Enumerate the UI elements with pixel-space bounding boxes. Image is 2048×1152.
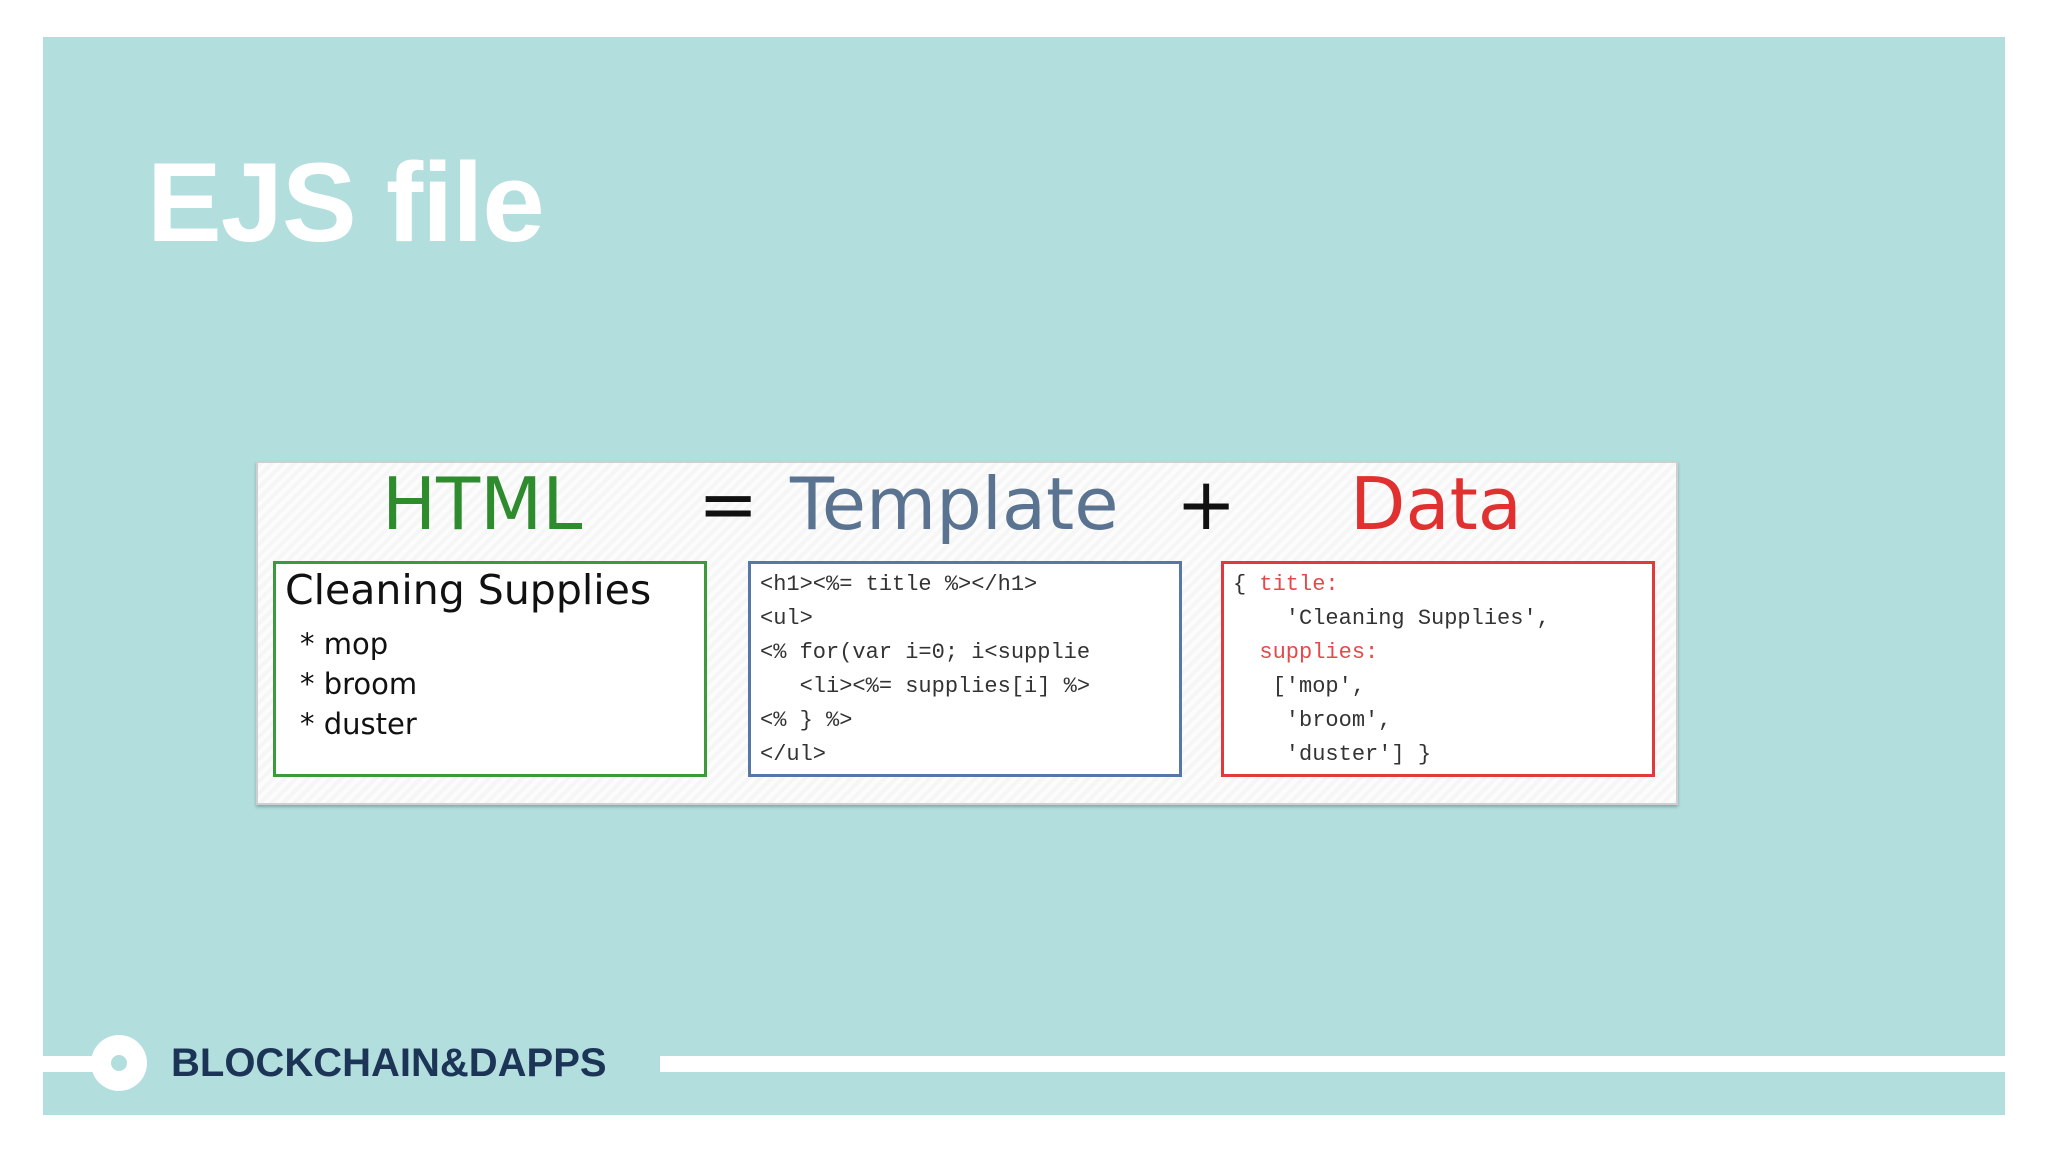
code-line: <% for(var i=0; i<supplie [760,640,1091,665]
slide-title: EJS file [147,140,545,265]
data-value-item: ['mop', [1233,674,1366,699]
code-line: <% } %> [760,708,853,733]
equals-sign: = [698,462,759,546]
code-line: <h1><%= title %></h1> [760,572,1038,597]
data-key-title: title: [1259,572,1339,597]
data-code: { title: 'Cleaning Supplies', supplies: … [1233,568,1550,772]
code-line: <ul> [760,606,813,631]
html-output-heading: Cleaning Supplies [285,566,652,614]
data-object-panel: { title: 'Cleaning Supplies', supplies: … [1221,561,1655,777]
list-item: mop [300,624,417,664]
template-word: Template [790,462,1119,546]
data-value-item: 'broom', [1233,708,1392,733]
html-output-list: mop broom duster [300,624,417,744]
footer-divider [660,1056,2005,1072]
template-code: <h1><%= title %></h1> <ul> <% for(var i=… [760,568,1090,772]
ejs-diagram-image: HTML = Template + Data Cleaning Supplies… [256,461,1678,805]
footer-circle-icon [91,1035,147,1091]
code-brace: { [1233,572,1260,597]
data-value-title: 'Cleaning Supplies', [1233,606,1550,631]
footer-divider-left [43,1056,103,1072]
code-line: <li><%= supplies[i] %> [760,674,1091,699]
template-code-panel: <h1><%= title %></h1> <ul> <% for(var i=… [748,561,1182,777]
list-item: duster [300,704,417,744]
list-item: broom [300,664,417,704]
slide: EJS file HTML = Template + Data Cleaning… [43,37,2005,1115]
html-word: HTML [382,462,583,546]
footer-brand: BLOCKCHAIN&DAPPS [171,1041,607,1085]
data-word: Data [1350,462,1522,546]
code-line: </ul> [760,742,827,767]
data-key-supplies: supplies: [1259,640,1379,665]
html-output-panel: Cleaning Supplies mop broom duster [273,561,707,777]
data-value-item: 'duster'] } [1233,742,1432,767]
plus-sign: + [1176,462,1237,546]
